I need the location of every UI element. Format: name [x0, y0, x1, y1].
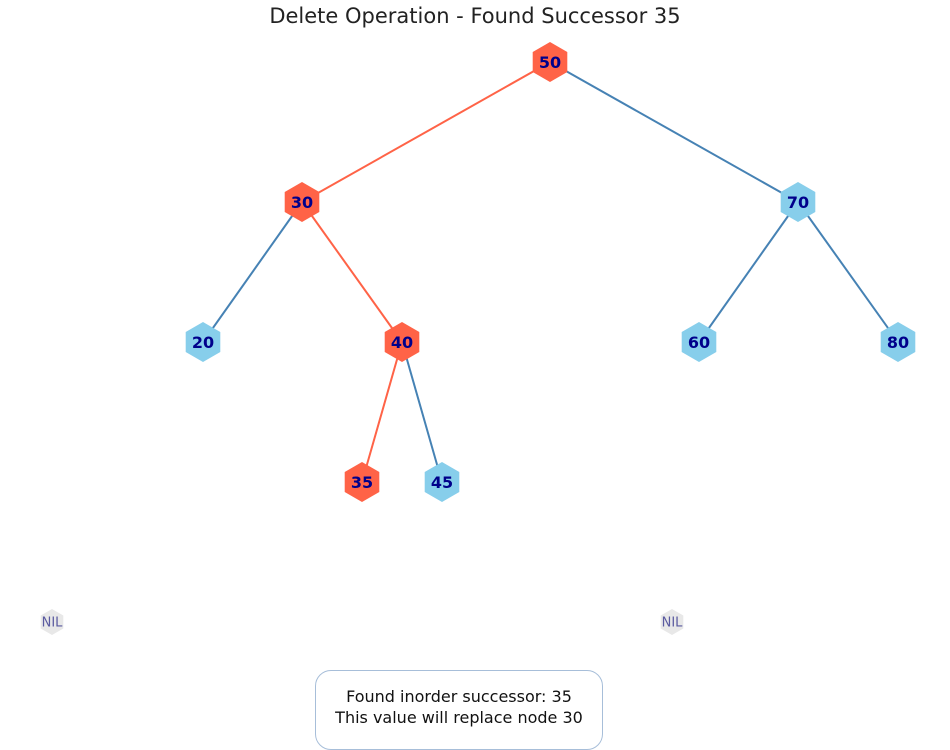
- nil-hexagon: [660, 609, 684, 635]
- node-40: 40: [384, 322, 420, 362]
- node-label: 35: [351, 473, 373, 492]
- diagram-title: Delete Operation - Found Successor 35: [269, 4, 681, 28]
- node-hexagon: [424, 462, 460, 502]
- node-45: 45: [424, 462, 460, 502]
- edge-40-35: [361, 341, 403, 483]
- edge-30-40: [301, 201, 403, 343]
- node-hexagon: [384, 322, 420, 362]
- node-50: 50: [532, 42, 568, 82]
- node-label: 80: [887, 333, 909, 352]
- node-label: 50: [539, 53, 561, 72]
- node-35: 35: [344, 462, 380, 502]
- nil-hexagon: [40, 609, 64, 635]
- edge-40-45: [401, 341, 443, 483]
- edge-70-80: [797, 201, 899, 343]
- node-hexagon: [344, 462, 380, 502]
- node-label: 45: [431, 473, 453, 492]
- nil-node: NIL: [40, 609, 64, 635]
- node-70: 70: [780, 182, 816, 222]
- node-80: 80: [880, 322, 916, 362]
- node-hexagon: [681, 322, 717, 362]
- node-label: 40: [391, 333, 413, 352]
- node-hexagon: [284, 182, 320, 222]
- info-line-2: This value will replace node 30: [335, 708, 583, 727]
- node-hexagon: [532, 42, 568, 82]
- node-label: 60: [688, 333, 710, 352]
- node-60: 60: [681, 322, 717, 362]
- node-label: 20: [192, 333, 214, 352]
- node-label: 30: [291, 193, 313, 212]
- node-hexagon: [880, 322, 916, 362]
- info-line-1: Found inorder successor: 35: [346, 687, 572, 706]
- edge-50-30: [301, 61, 551, 203]
- nil-label: NIL: [42, 616, 64, 631]
- node-hexagon: [185, 322, 221, 362]
- edge-70-60: [698, 201, 799, 343]
- nil-label: NIL: [662, 616, 684, 631]
- node-label: 70: [787, 193, 809, 212]
- edge-50-70: [549, 61, 799, 203]
- info-box: Found inorder successor: 35 This value w…: [315, 670, 603, 750]
- node-30: 30: [284, 182, 320, 222]
- edges-layer: [202, 61, 899, 483]
- node-20: 20: [185, 322, 221, 362]
- edge-30-20: [202, 201, 303, 343]
- nil-node: NIL: [660, 609, 684, 635]
- node-hexagon: [780, 182, 816, 222]
